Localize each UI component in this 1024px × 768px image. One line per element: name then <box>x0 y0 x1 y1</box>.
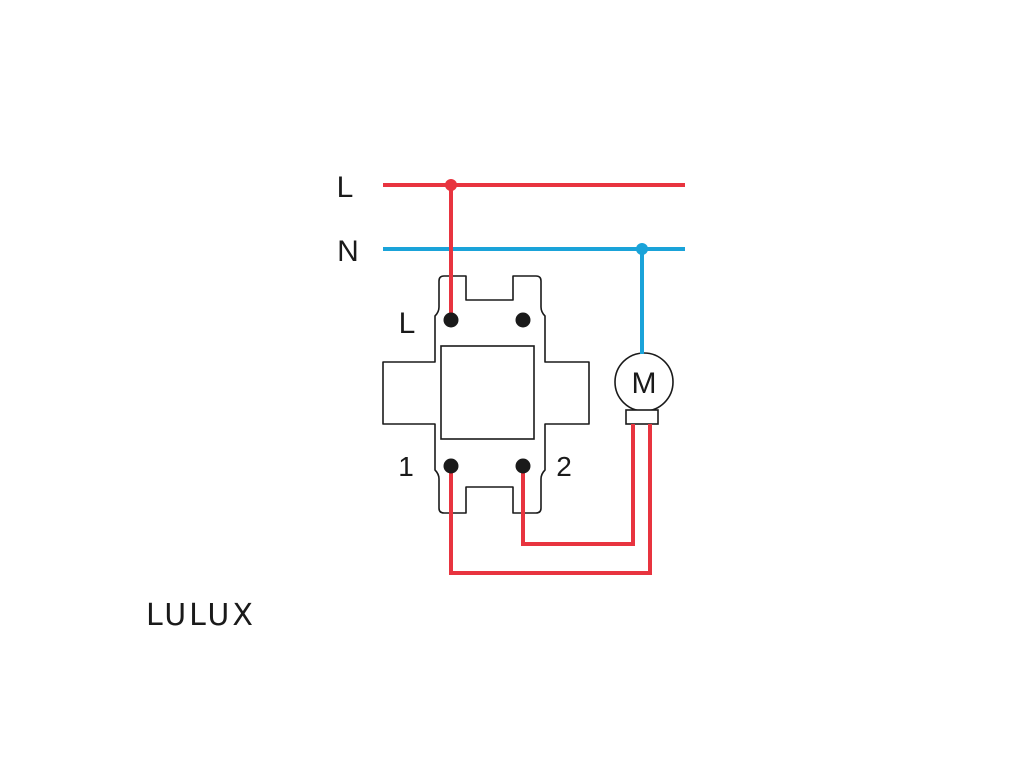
switch-rocker <box>440 345 535 440</box>
terminal-2-dot <box>515 458 531 474</box>
terminal-l-aux-dot <box>515 312 531 328</box>
terminal-1-dot <box>443 458 459 474</box>
motor-symbol-label: M <box>632 367 657 400</box>
output-1-wire <box>449 424 652 575</box>
terminal-l-dot <box>443 312 459 328</box>
switch-body-outline <box>382 275 590 514</box>
brand-logo-text: LULUX <box>146 598 256 633</box>
terminal-l-label: L <box>399 307 416 340</box>
live-junction-dot <box>445 179 457 191</box>
output-2-wire <box>521 424 635 546</box>
motor-terminal-block <box>625 409 659 425</box>
live-bus-label: L <box>337 171 354 204</box>
terminal-2-label: 2 <box>556 451 572 482</box>
neutral-junction-dot <box>636 243 648 255</box>
terminal-1-label: 1 <box>398 451 414 482</box>
neutral-bus-label: N <box>337 235 359 268</box>
